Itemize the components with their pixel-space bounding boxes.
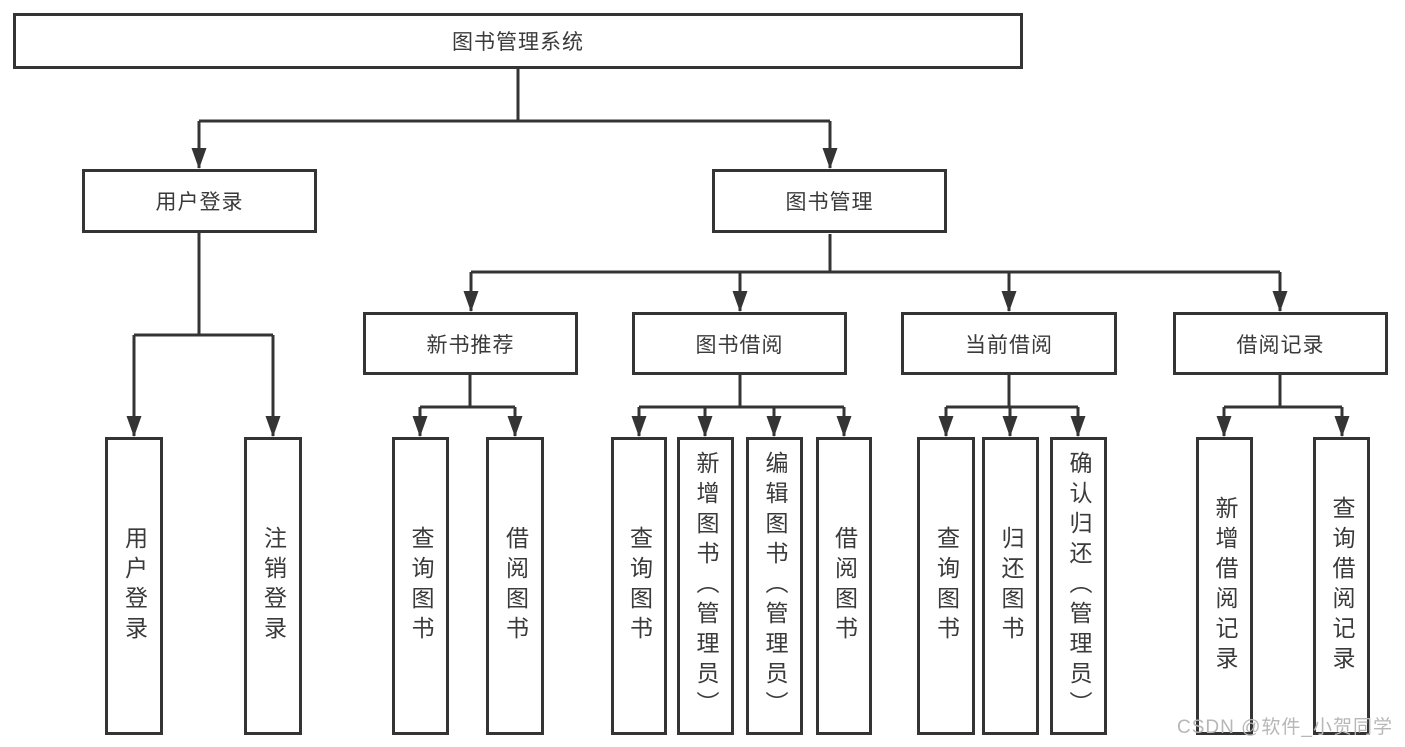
arrow-icon [697,416,713,437]
arrow-icon [265,416,281,437]
leaf-bb-add-books-admin-label: 新增图书（管理员） [693,451,719,721]
arrow-icon [507,416,523,437]
leaf-bb-edit-books-admin-label: 编辑图书（管理员） [762,451,788,721]
node-current-borrowing: 当前借阅 [901,312,1117,375]
arrow-icon [412,416,428,437]
leaf-bb-query-books-label: 查询图书 [626,526,653,646]
arrow-icon [1070,416,1086,437]
leaf-cb-return-books-label: 归还图书 [998,526,1024,646]
node-book-borrowing: 图书借阅 [632,312,847,375]
arrow-icon [191,148,207,169]
node-borrowing-records-label: 借阅记录 [1236,333,1325,357]
leaf-logout-login-label: 注销登录 [260,526,287,646]
arrow-icon [822,148,838,169]
leaf-cb-query-books-label: 查询图书 [933,526,960,646]
arrow-icon [1272,291,1288,312]
leaf-user-login-label: 用户登录 [121,526,148,646]
arrow-icon [1002,416,1018,437]
edge-borrowrecords-to-leaves [1222,375,1344,436]
arrow-icon [938,416,954,437]
arrow-icon [732,291,748,312]
leaf-logout-login: 注销登录 [244,437,302,735]
arrow-icon [126,416,142,437]
edge-newbookrec-to-leaves [418,375,517,436]
leaf-cb-confirm-return-admin: 确认归还（管理员） [1050,437,1107,735]
edge-userlogin-to-leaves [132,233,275,436]
leaf-cb-query-books: 查询图书 [917,437,975,735]
node-book-management-label: 图书管理 [785,191,874,214]
node-root-label: 图书管理系统 [452,31,584,54]
arrowheads [126,148,1350,437]
leaf-bb-edit-books-admin: 编辑图书（管理员） [746,437,803,735]
node-new-book-recommend-label: 新书推荐 [426,333,515,357]
leaf-bb-borrow-books: 借阅图书 [816,437,872,735]
leaf-br-add-record: 新增借阅记录 [1196,437,1253,735]
csdn-watermark: CSDN @软件_小贺同学 [1177,717,1393,738]
arrow-icon [766,416,782,437]
leaf-cb-confirm-return-admin-label: 确认归还（管理员） [1066,451,1092,721]
leaf-br-add-record-label: 新增借阅记录 [1212,496,1238,676]
leaf-br-query-record: 查询借阅记录 [1313,437,1370,735]
edge-bookborrow-to-leaves [637,375,846,436]
node-new-book-recommend: 新书推荐 [363,312,578,375]
node-borrowing-records: 借阅记录 [1173,312,1388,375]
node-user-login: 用户登录 [82,169,317,233]
leaf-nbr-query-books: 查询图书 [392,437,449,735]
leaf-br-query-record-label: 查询借阅记录 [1329,496,1355,676]
node-user-login-label: 用户登录 [155,191,244,214]
arrow-icon [463,291,479,312]
node-current-borrowing-label: 当前借阅 [965,333,1053,357]
leaf-cb-return-books: 归还图书 [982,437,1039,735]
node-book-management: 图书管理 [712,169,947,233]
edge-bookmgmt-to-row3 [469,234,1282,311]
node-book-borrowing-label: 图书借阅 [695,333,784,357]
leaf-bb-query-books: 查询图书 [611,437,667,735]
node-root: 图书管理系统 [13,13,1023,69]
leaf-nbr-borrow-books-label: 借阅图书 [502,526,529,646]
leaf-bb-borrow-books-label: 借阅图书 [831,526,858,646]
leaf-bb-add-books-admin: 新增图书（管理员） [677,437,734,735]
arrow-icon [1334,416,1350,437]
arrow-icon [1216,416,1232,437]
leaf-user-login: 用户登录 [105,437,163,735]
arrow-icon [1001,291,1017,312]
edge-root-to-row2 [197,69,832,168]
arrow-icon [631,416,647,437]
leaf-nbr-query-books-label: 查询图书 [408,526,434,646]
leaf-nbr-borrow-books: 借阅图书 [486,437,544,735]
arrow-icon [836,416,852,437]
